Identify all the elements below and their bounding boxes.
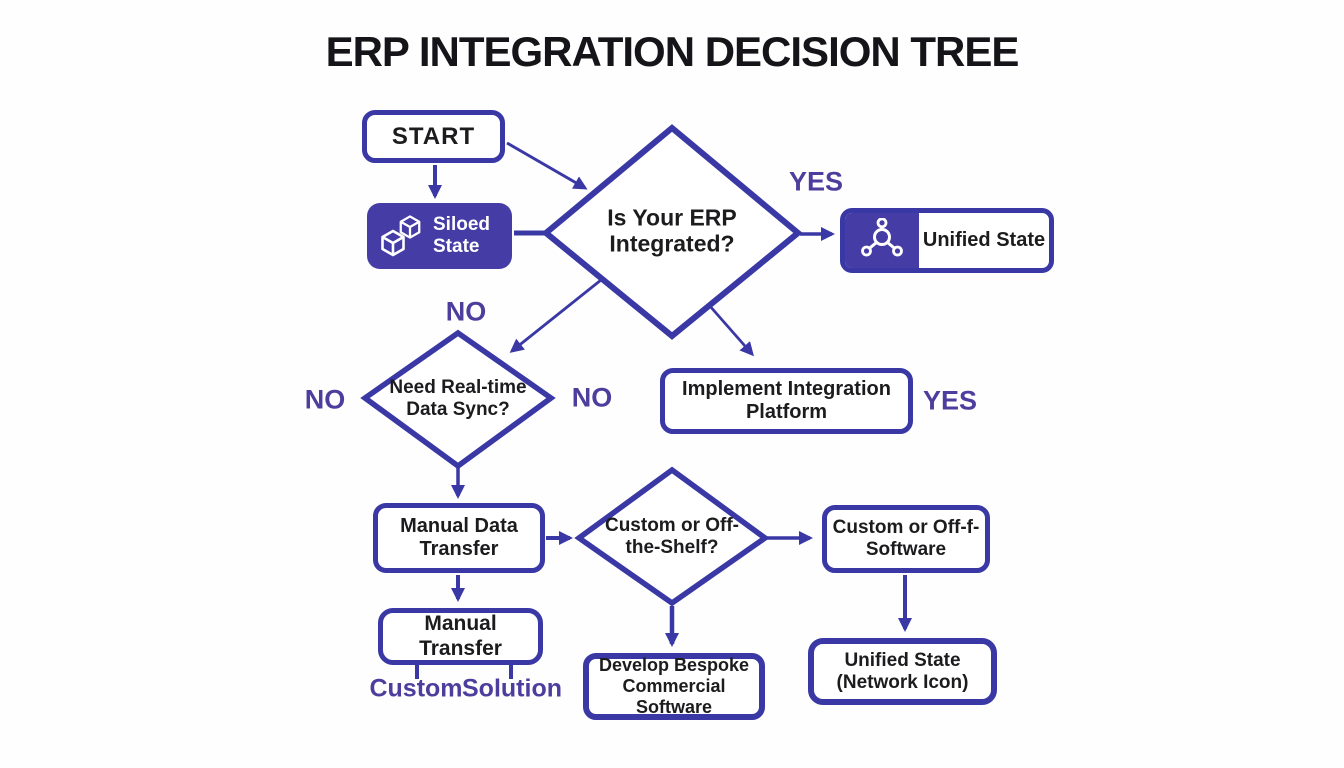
node-manual-data-transfer: Manual Data Transfer bbox=[373, 503, 545, 573]
node-implement-platform: Implement Integration Platform bbox=[660, 368, 913, 434]
node-erp-integrated-label: Is Your ERP Integrated? bbox=[607, 204, 737, 257]
edge-erp-no-to-need-sync bbox=[509, 278, 602, 353]
edge-label-no-left-sync: NO bbox=[304, 384, 346, 415]
edge-label-custom: Custom bbox=[369, 674, 463, 703]
node-need-sync-label: Need Real-time Data Sync? bbox=[389, 377, 527, 420]
siloed-state-label: Siloed State bbox=[433, 214, 491, 257]
edge-label-yes-unified: YES bbox=[788, 166, 844, 197]
page-title: ERP INTEGRATION DECISION TREE bbox=[325, 28, 1020, 75]
manual-transfer-label: Manual Transfer bbox=[419, 612, 502, 660]
edge-label-yes-platform: YES bbox=[922, 385, 978, 416]
start-label: START bbox=[391, 122, 476, 150]
node-start: START bbox=[362, 110, 505, 163]
edge-label-no-right-sync: NO bbox=[571, 382, 613, 413]
edge-label-no-below-erp: NO bbox=[445, 296, 487, 327]
manual-data-transfer-label: Manual Data Transfer bbox=[400, 515, 518, 560]
decision-custom-shelf-shape bbox=[574, 466, 770, 607]
cubes-icon bbox=[379, 214, 425, 258]
node-unified-state: Unified State bbox=[840, 208, 1054, 273]
decision-need-sync-shape bbox=[360, 329, 556, 470]
node-develop-bespoke: Develop Bespoke Commercial Software bbox=[583, 653, 765, 720]
edge-start-to-erp-decision bbox=[506, 141, 588, 190]
edge-erp-to-implement-platform bbox=[707, 304, 754, 357]
custom-software-label: Custom or Off-f- Software bbox=[832, 517, 980, 560]
unified-state-2-label: Unified State (Network Icon) bbox=[836, 649, 969, 693]
node-custom-software: Custom or Off-f- Software bbox=[822, 505, 990, 573]
decision-erp-integrated-shape bbox=[541, 124, 803, 340]
node-siloed-state: Siloed State bbox=[367, 203, 512, 269]
node-unified-state-2: Unified State (Network Icon) bbox=[808, 638, 997, 705]
unified-state-label: Unified State bbox=[922, 229, 1046, 251]
node-manual-transfer: Manual Transfer bbox=[378, 608, 543, 665]
network-icon bbox=[845, 213, 919, 268]
implement-platform-label: Implement Integration Platform bbox=[682, 378, 891, 423]
edge-label-solution: Solution bbox=[462, 674, 562, 703]
node-custom-or-shelf-label: Custom or Off-the-Shelf? bbox=[604, 515, 740, 558]
develop-bespoke-label: Develop Bespoke Commercial Software bbox=[598, 655, 750, 717]
